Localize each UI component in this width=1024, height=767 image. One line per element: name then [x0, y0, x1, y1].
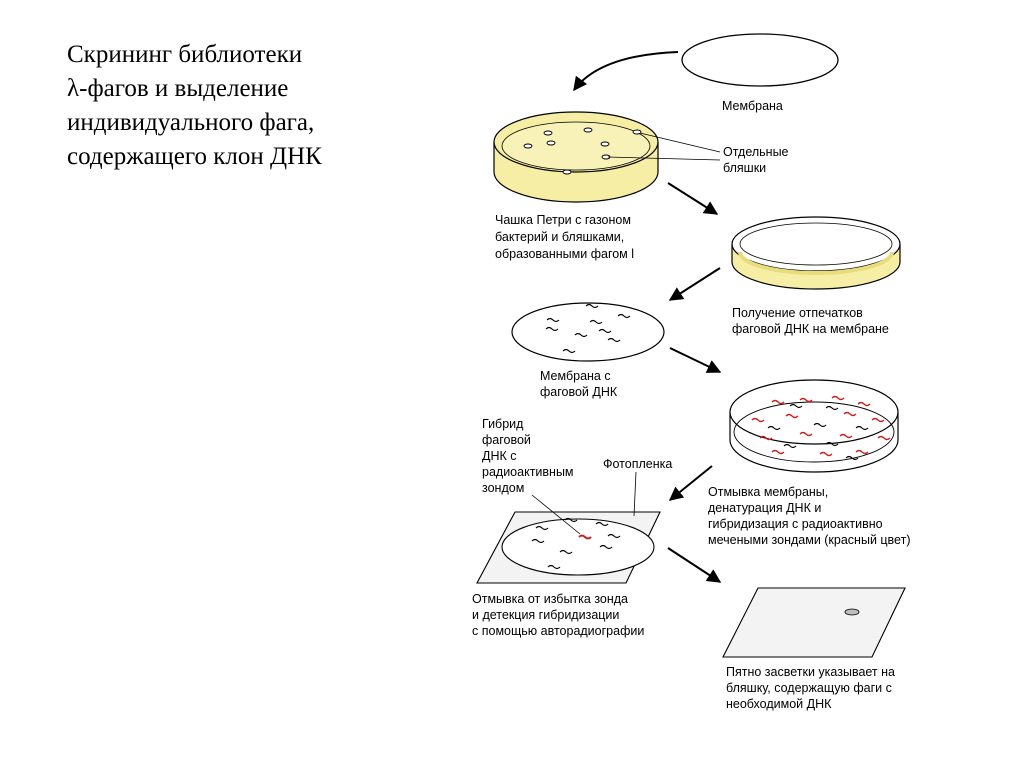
- title-line-2: λ-фагов и выделение: [67, 75, 289, 102]
- hybridization-squiggles-black: [767, 403, 869, 461]
- label-hybridization: Отмывка мембраны, денатурация ДНК и гибр…: [708, 485, 911, 547]
- arrow-membrane-to-dish: [573, 51, 679, 92]
- arrow-wash-to-film: [668, 465, 713, 501]
- hybridization-dish: [729, 379, 899, 473]
- exposure-spot: [844, 608, 860, 616]
- hybrid-pointer: [531, 494, 581, 535]
- dna-squiggles: [545, 303, 631, 354]
- title-line-4: содержащего клон ДНК: [67, 143, 322, 170]
- petri-dish: [493, 111, 659, 203]
- radioactive-hybrid: [578, 534, 592, 540]
- label-imprint: Получение отпечатков фаговой ДНК на мемб…: [732, 306, 889, 336]
- label-film: Фотопленка: [603, 457, 673, 471]
- membrane-on-film: [501, 518, 655, 576]
- imprint-dish: [731, 216, 901, 290]
- hybridization-squiggles-red: [751, 395, 891, 457]
- membrane-disc: [681, 33, 839, 87]
- developed-film: [722, 587, 906, 658]
- label-plaques: Отдельные бляшки: [723, 145, 789, 175]
- arrow-dish-to-imprint: [667, 182, 719, 215]
- plaques: [523, 127, 642, 175]
- arrow-membrane-to-wash: [669, 347, 722, 373]
- label-detection: Отмывка от избытка зонда и детекция гибр…: [472, 592, 645, 638]
- membrane-with-dna: [511, 302, 665, 362]
- film-squiggles: [531, 517, 621, 570]
- plaques-pointer-2: [607, 156, 721, 161]
- title-line-1: Скрининг библиотеки: [67, 41, 303, 68]
- label-spot: Пятно засветки указывает на бляшку, соде…: [726, 665, 895, 711]
- arrow-imprint-to-membrane: [668, 267, 721, 301]
- label-hybrid: Гибрид фаговой ДНК с радиоактивным зондо…: [482, 417, 574, 495]
- label-membrane-phage-dna: Мембрана с фаговой ДНК: [540, 369, 618, 399]
- film-pointer: [633, 471, 637, 517]
- label-petri-dish: Чашка Петри с газоном бактерий и бляшкам…: [495, 213, 635, 261]
- label-membrane: Мембрана: [722, 99, 783, 113]
- plaques-pointer-1: [639, 132, 721, 153]
- title-line-3: индивидуального фага,: [67, 109, 315, 136]
- page-title: Скрининг библиотеки λ-фагов и выделение …: [67, 38, 397, 174]
- arrow-film-to-result: [667, 547, 722, 583]
